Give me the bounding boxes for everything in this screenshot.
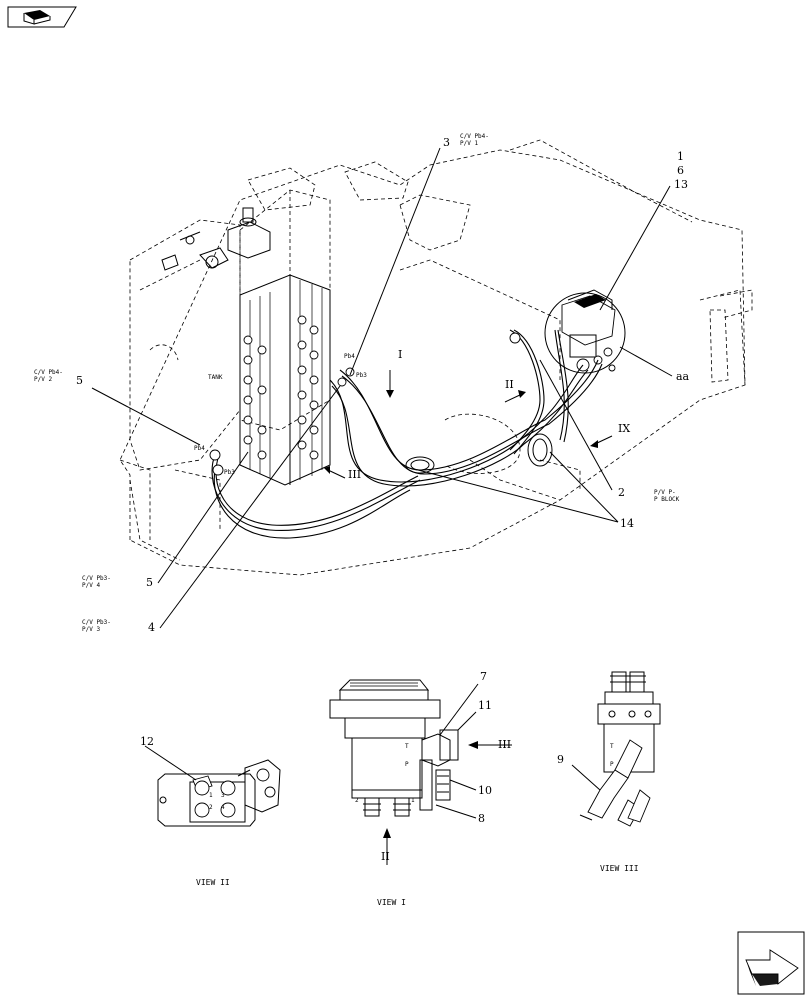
label-cv-pb4-pv1-line1: C/V Pb4-: [460, 133, 489, 140]
next-arrow-icon: [745, 949, 799, 986]
label-cv-pb3-pv4-line2: P/V 4: [82, 582, 100, 589]
callout-5-top: 5: [76, 374, 83, 387]
view-arrow-iv-label: IX: [618, 422, 630, 435]
view-arrow-iii-label: III: [348, 468, 361, 481]
view-iii-detail: T P: [571, 671, 661, 827]
view-i-port-p: P: [405, 761, 409, 768]
label-pb3-left: Pb3: [224, 469, 235, 476]
label-pb3-right: Pb3: [356, 372, 367, 379]
callout-1: 1: [677, 150, 684, 163]
view-iii-port-p: P: [610, 761, 614, 768]
view-ii-port-4: 4: [221, 804, 225, 811]
callout-5-bottom: 5: [146, 576, 153, 589]
label-cv-pb3-pv3-line2: P/V 3: [82, 626, 100, 633]
view-i-arrow-iii-label: III: [498, 738, 511, 751]
view-ii-port-2: 2: [209, 804, 213, 811]
view-ii-title: VIEW II: [196, 878, 230, 887]
callout-11: 11: [478, 699, 492, 712]
view-i-arrow-ii-label: II: [381, 850, 390, 863]
label-pb4-right: Pb4: [344, 353, 355, 360]
callout-13: 13: [674, 178, 688, 191]
callout-aa: aa: [676, 370, 690, 383]
callout-8: 8: [478, 812, 485, 825]
pilot-head-top: [161, 207, 271, 271]
view-arrow-i-label: I: [398, 348, 402, 361]
callout-7: 7: [480, 670, 487, 683]
leader-lines: [91, 147, 673, 629]
view-ii-port-1: 1: [209, 792, 213, 799]
label-cv-pb4-pv2-line1: C/V Pb4-: [34, 369, 63, 376]
main-assembly-drawing: [119, 139, 753, 576]
label-tank: TANK: [208, 374, 223, 381]
callout-6: 6: [677, 164, 684, 177]
label-pv-p-pblock-line2: P BLOCK: [654, 496, 680, 503]
detail-circle-aa: [544, 292, 626, 374]
view-i-title: VIEW I: [377, 898, 406, 907]
next-page-button[interactable]: [737, 931, 805, 995]
view-i-port-t: T: [405, 743, 409, 750]
view-i-port-2: 2: [355, 797, 359, 804]
callout-10: 10: [478, 784, 492, 797]
view-arrows: [324, 370, 613, 479]
callout-numbers: 1 6 13 3 5 5 4 2 14 aa 7 11 10 8 12 9: [76, 136, 690, 825]
view-iii-port-t: T: [610, 743, 614, 750]
callout-12: 12: [140, 735, 154, 748]
pilot-valve-block: [561, 289, 616, 372]
callout-9: 9: [557, 753, 564, 766]
control-valve-stack: [239, 274, 331, 486]
callout-2: 2: [618, 486, 625, 499]
callout-14: 14: [620, 517, 634, 530]
label-cv-pb3-pv4-line1: C/V Pb3-: [82, 575, 111, 582]
label-pb4-left: Pb4: [194, 445, 205, 452]
view-arrow-labels: I II IX III: [348, 348, 630, 481]
label-pv-p-pblock-line1: P/V P-: [654, 489, 676, 496]
view-iii-title: VIEW III: [600, 864, 639, 873]
back-nav-tab[interactable]: [7, 6, 77, 28]
port-labels: C/V Pb4- P/V 1 C/V Pb4- P/V 2 C/V Pb3- P…: [34, 133, 680, 633]
hose-bundle: [209, 329, 603, 539]
callout-4: 4: [148, 621, 155, 634]
view-arrow-ii-label: II: [505, 378, 514, 391]
callout-3: 3: [443, 136, 450, 149]
view-i-port-1: 1: [411, 797, 415, 804]
label-cv-pb3-pv3-line1: C/V Pb3-: [82, 619, 111, 626]
label-cv-pb4-pv2-line2: P/V 2: [34, 376, 52, 383]
view-ii-detail: 1 2 3 4: [144, 745, 281, 827]
view-ii-port-3: 3: [221, 792, 225, 799]
book-page-icon: [23, 10, 51, 25]
label-cv-pb4-pv1-line2: P/V 1: [460, 140, 478, 147]
view-i-detail: T P 2 1 III II: [329, 679, 512, 865]
